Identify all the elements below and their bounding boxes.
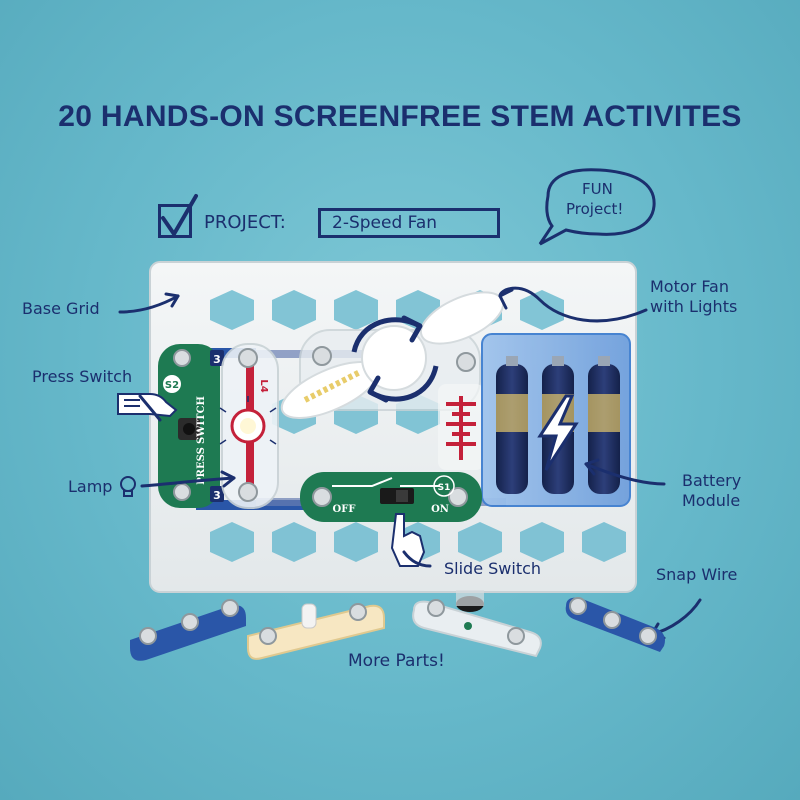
callout-base-grid: Base Grid (22, 299, 100, 318)
callout-snap-wire: Snap Wire (656, 565, 738, 584)
press-switch-switch-text: SWITCH (196, 396, 207, 444)
yellow-part-piece (247, 603, 385, 660)
lightbulb-icon (120, 476, 136, 497)
project-name: 2-Speed Fan (332, 213, 438, 233)
bubble-text-line1: FUN (582, 180, 613, 198)
lamp-code: L4 (258, 379, 269, 392)
number-tag-bottom: 3 (213, 489, 221, 502)
project-label: PROJECT: (204, 212, 286, 233)
motor-fan-module (280, 291, 505, 419)
project-name-box (318, 208, 500, 238)
number-tags (210, 350, 224, 502)
snap-wire-piece-right (565, 597, 665, 652)
number-tag-top: 3 (213, 353, 221, 366)
slide-switch-code: S1 (438, 483, 451, 493)
callout-slide-switch: Slide Switch (444, 559, 542, 578)
headline: 20 HANDS-ON SCREENFREE STEM ACTIVITES (58, 100, 742, 133)
press-switch-module (158, 344, 220, 508)
battery-module (481, 333, 631, 507)
callout-motor-line2: with Lights (650, 297, 738, 316)
callout-press-switch: Press Switch (32, 367, 133, 386)
bubble-text-line2: Project! (566, 200, 624, 218)
press-switch-press-text: PRESS (196, 447, 207, 485)
fun-speech-bubble (538, 168, 656, 246)
callout-battery-line1: Battery (682, 471, 742, 490)
callout-more-parts: More Parts! (348, 651, 445, 671)
clear-part-piece (412, 590, 542, 658)
slide-switch-off: OFF (333, 504, 356, 515)
press-switch-code: S2 (165, 380, 179, 391)
callout-battery-line2: Module (682, 491, 741, 510)
callout-lamp: Lamp (68, 477, 113, 496)
callout-motor-line1: Motor Fan (650, 277, 729, 296)
slide-switch-on: ON (431, 504, 449, 515)
slide-hand-icon (390, 513, 426, 567)
lamp-module (219, 343, 279, 509)
slide-switch-module (300, 472, 482, 522)
snap-wire-piece-left (130, 599, 246, 661)
circuit-trace (438, 384, 484, 470)
